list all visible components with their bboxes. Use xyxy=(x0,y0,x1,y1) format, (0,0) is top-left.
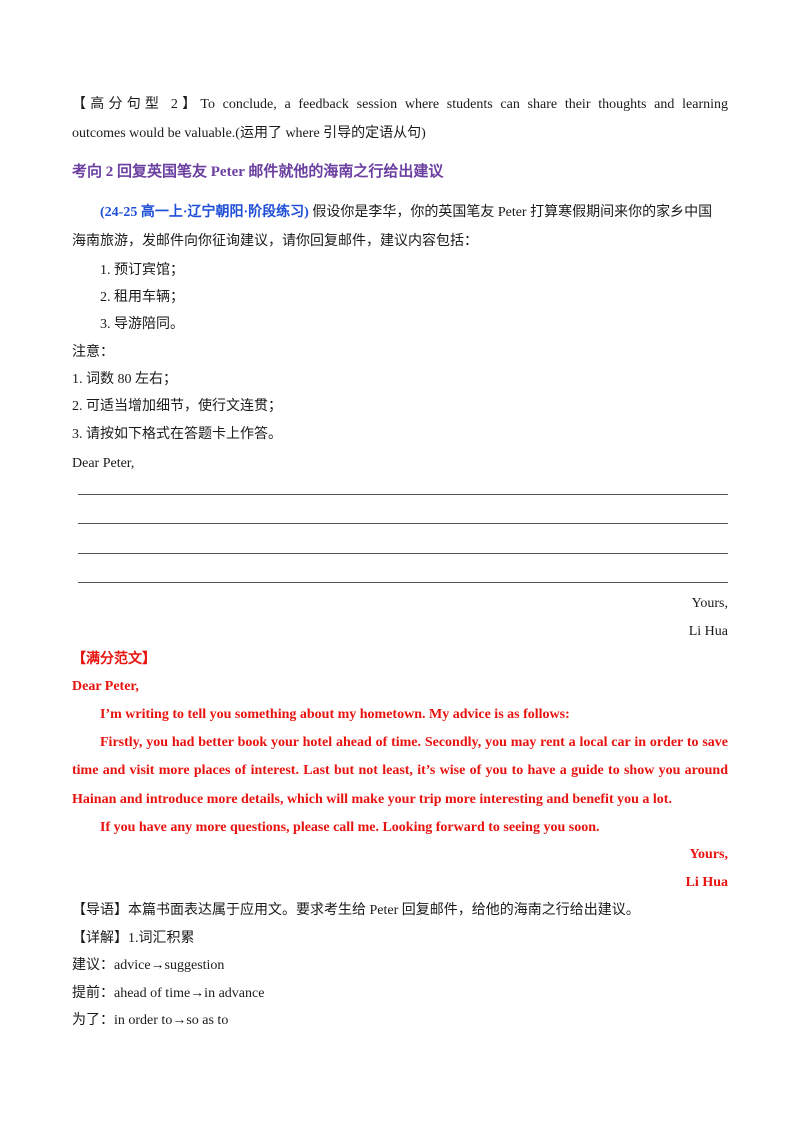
vocab-item: 提前：ahead of time→in advance xyxy=(72,986,265,1001)
note-item: 2. 可适当增加细节，使行文连贯； xyxy=(72,399,282,414)
model-paragraph-2-line-2: time and visit more places of interest. … xyxy=(72,763,728,778)
model-paragraph-2-line-3: Hainan and introduce more details, which… xyxy=(72,792,672,807)
guide-text: 【导语】本篇书面表达属于应用文。要求考生给 Peter 回复邮件，给他的海南之行… xyxy=(72,903,640,918)
section-heading: 考向 2 回复英国笔友 Peter 邮件就他的海南之行给出建议 xyxy=(72,164,444,180)
answer-line xyxy=(78,553,728,554)
model-salutation: Dear Peter, xyxy=(72,679,139,694)
task-item: 3. 导游陪同。 xyxy=(100,317,184,332)
task-line-2: 海南旅游，发邮件向你征询建议，请你回复邮件，建议内容包括： xyxy=(72,234,478,249)
model-signature: Li Hua xyxy=(685,875,728,890)
task-signature: Li Hua xyxy=(688,624,728,639)
answer-line xyxy=(78,523,728,524)
note-item: 3. 请按如下格式在答题卡上作答。 xyxy=(72,427,282,442)
model-closing: Yours, xyxy=(689,847,728,862)
task-closing: Yours, xyxy=(691,596,728,611)
vocab-item: 建议：advice→suggestion xyxy=(72,958,225,973)
vocab-item: 为了：in order to→so as to xyxy=(72,1013,229,1028)
model-paragraph-1: I’m writing to tell you something about … xyxy=(100,707,570,722)
sentence-pattern-line-1: 【高分句型 2】To conclude, a feedback session … xyxy=(72,97,728,112)
model-essay-tag: 【满分范文】 xyxy=(72,652,156,667)
model-paragraph-3: If you have any more questions, please c… xyxy=(100,820,600,835)
sentence-pattern-line-2: outcomes would be valuable.(运用了 where 引导… xyxy=(72,126,426,141)
model-paragraph-2-line-1: Firstly, you had better book your hotel … xyxy=(100,735,728,750)
task-item: 1. 预订宾馆； xyxy=(100,263,184,278)
notes-label: 注意： xyxy=(72,345,114,360)
task-line-1-text: 假设你是李华，你的英国笔友 Peter 打算寒假期间来你的家乡中国 xyxy=(308,205,713,220)
task-source: (24-25 高一上·辽宁朝阳·阶段练习) xyxy=(100,205,309,220)
note-item: 1. 词数 80 左右； xyxy=(72,372,177,387)
task-salutation: Dear Peter, xyxy=(72,456,135,471)
answer-line xyxy=(78,494,728,495)
task-item: 2. 租用车辆； xyxy=(100,290,184,305)
detail-heading: 【详解】1.词汇积累 xyxy=(72,931,195,946)
task-line-1: (24-25 高一上·辽宁朝阳·阶段练习) 假设你是李华，你的英国笔友 Pete… xyxy=(100,203,712,223)
answer-line xyxy=(78,582,728,583)
